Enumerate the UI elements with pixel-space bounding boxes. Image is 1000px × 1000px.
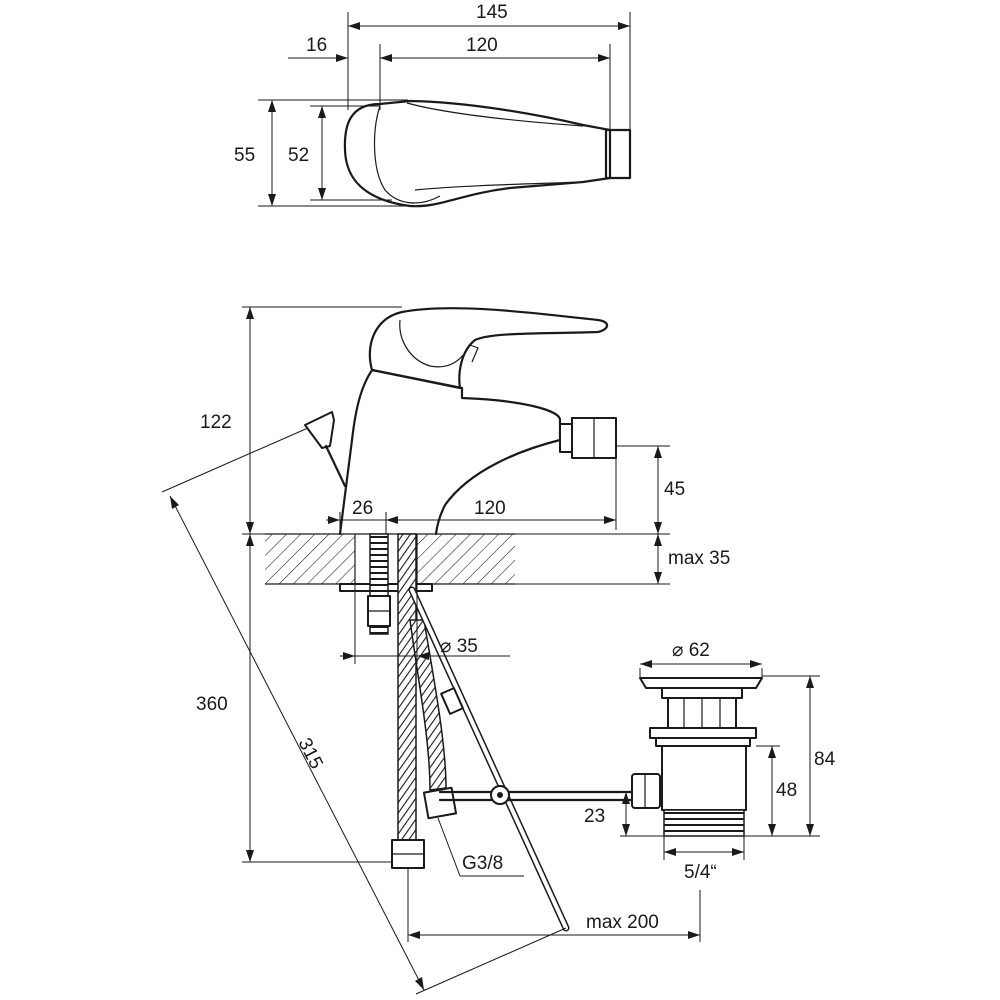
- dim-120-spout: 120: [474, 498, 506, 519]
- outlet-collar: [559, 423, 573, 453]
- dim-16: 16: [306, 35, 327, 56]
- dim-52: 52: [288, 145, 309, 166]
- waste-assembly: [631, 677, 763, 837]
- waste-body: [661, 745, 747, 811]
- dim-315: 315: [294, 735, 327, 773]
- popup-knob: [304, 411, 335, 449]
- dim-d62: ⌀ 62: [672, 640, 710, 661]
- dim-48: 48: [776, 780, 797, 801]
- dim-max200: max 200: [586, 912, 659, 933]
- mixer-body: [338, 368, 562, 536]
- dim-360: 360: [196, 694, 228, 715]
- waste-side-port: [631, 773, 661, 809]
- dim-max35: max 35: [668, 548, 730, 569]
- dim-g38: G3/8: [462, 853, 503, 874]
- top-lever-contour: [406, 102, 584, 191]
- hose-left: [397, 533, 417, 841]
- top-spout-end: [604, 128, 632, 180]
- top-view: 145 120 16 55 52: [234, 2, 632, 208]
- side-view: 122 26 120 45 max 35 ⌀ 35 360 315 ⌀ 62 8…: [161, 306, 836, 995]
- side-lever: [368, 307, 609, 390]
- dim-45: 45: [664, 479, 685, 500]
- dim-5-4: 5/4“: [684, 862, 717, 883]
- dim-122: 122: [200, 412, 232, 433]
- waste-cap: [639, 677, 763, 689]
- top-lever-inner: [373, 105, 441, 204]
- dim-84: 84: [814, 749, 836, 770]
- top-lever-outline: [343, 99, 612, 208]
- waste-thread: [663, 809, 745, 837]
- dim-120-top: 120: [466, 35, 498, 56]
- dim-26: 26: [352, 498, 373, 519]
- dim-145: 145: [476, 2, 508, 23]
- dim-23: 23: [584, 806, 605, 827]
- rod-coupling: [440, 687, 464, 715]
- dim-d35: ⌀ 35: [440, 636, 478, 657]
- dim-55: 55: [234, 145, 255, 166]
